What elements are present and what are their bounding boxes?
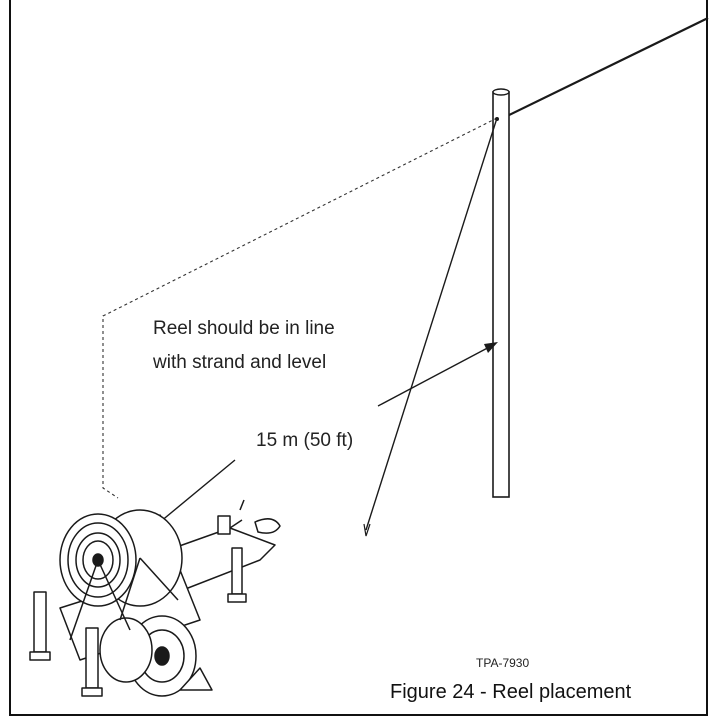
aerial-strand [502, 17, 709, 119]
drawing-code: TPA-7930 [476, 656, 530, 670]
annotation-line-2: with strand and level [153, 352, 327, 373]
pulling-line [363, 117, 499, 537]
annotation-line-1: Reel should be in line [153, 318, 335, 339]
utility-pole [492, 88, 510, 498]
distance-label: 15 m (50 ft) [256, 430, 354, 451]
figure-caption: Figure 24 - Reel placement [390, 681, 632, 703]
figure-frame [9, 0, 708, 716]
reel-trailer [29, 499, 281, 697]
